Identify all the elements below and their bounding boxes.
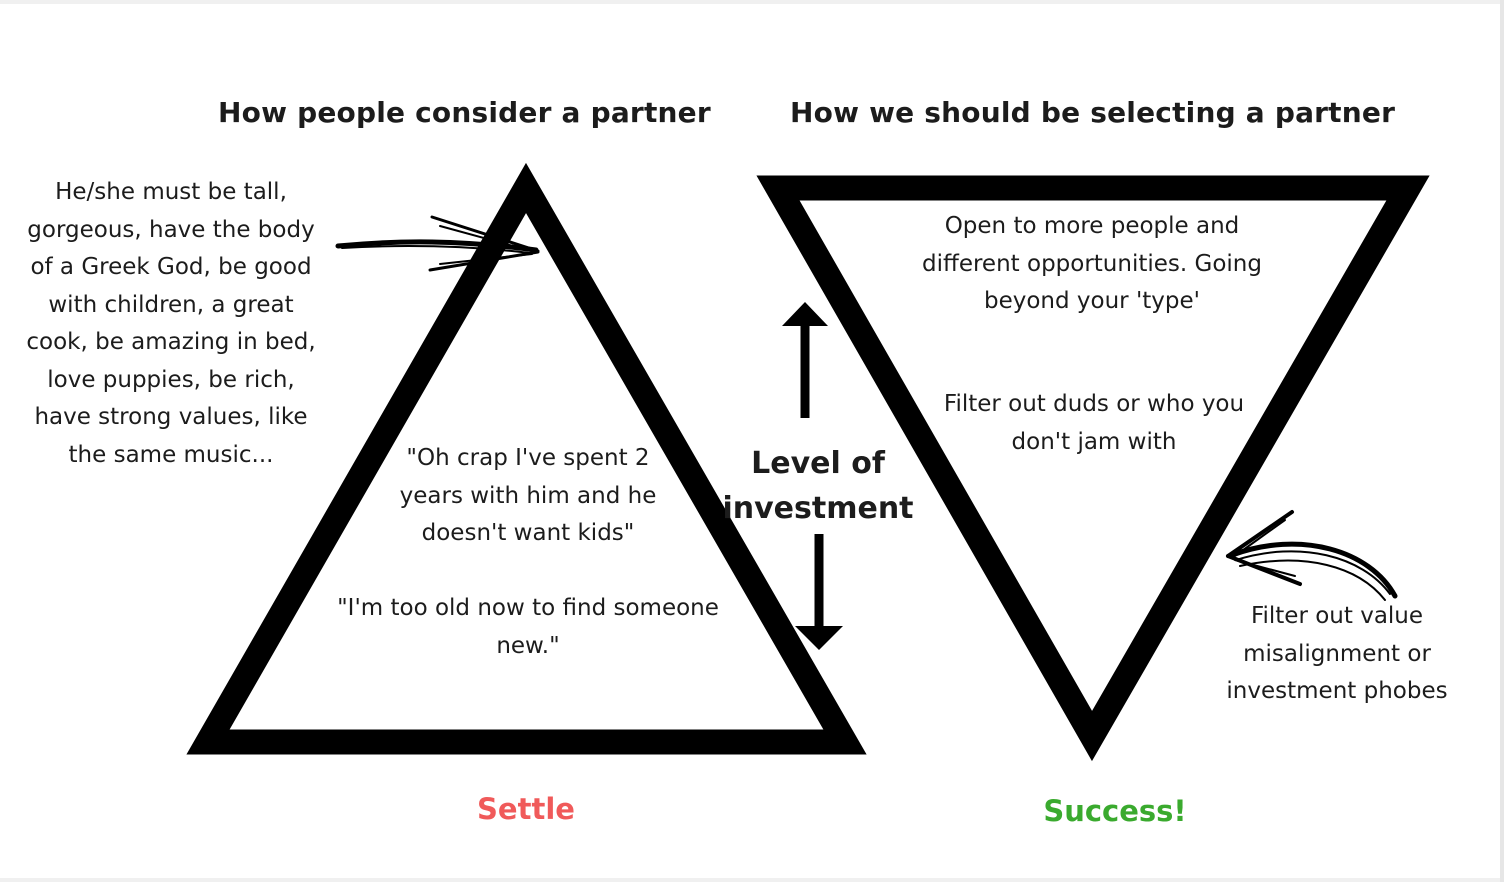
arrow-up-icon — [782, 302, 828, 418]
outcome-settle: Settle — [477, 792, 575, 826]
right-heading: How we should be selecting a partner — [790, 96, 1396, 129]
outcome-success: Success! — [1043, 794, 1187, 828]
wishlist-text: He/she must be tall, gorgeous, have the … — [26, 179, 316, 468]
right-edge — [1500, 0, 1504, 882]
left-heading: How people consider a partner — [218, 96, 711, 129]
point-open-to-more: Open to more people and different opport… — [922, 213, 1262, 314]
hand-drawn-arrow-right-icon — [335, 215, 540, 272]
arrow-down-icon — [795, 534, 843, 650]
side-note-filter-value: Filter out value misalignment or investm… — [1226, 603, 1448, 704]
quote-kids: "Oh crap I've spent 2 years with him and… — [399, 445, 657, 546]
upright-triangle — [186, 162, 867, 755]
hand-drawn-arrow-left-icon — [1226, 510, 1398, 601]
level-of-investment-label: Level of investment — [722, 446, 914, 526]
quote-too-old: "I'm too old now to find someone new." — [337, 595, 719, 659]
point-filter-duds: Filter out duds or who you don't jam wit… — [943, 391, 1245, 455]
inverted-triangle — [756, 175, 1430, 762]
